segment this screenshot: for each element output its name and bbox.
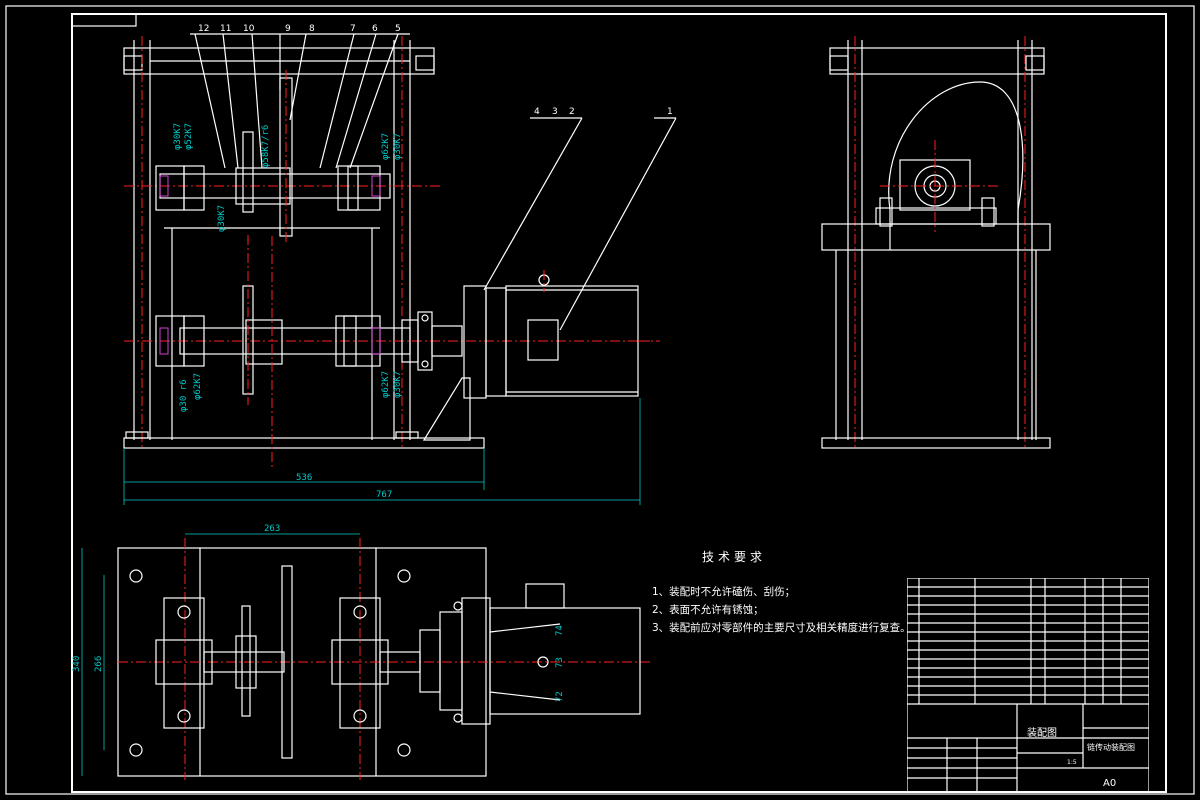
tech-item-3: 3、装配前应对零部件的主要尺寸及相关精度进行复查。 [652, 622, 911, 634]
fit-e: φ30K7 [393, 133, 403, 160]
balloon-73: 73 [555, 657, 565, 668]
outer-border [5, 5, 1195, 795]
fit-b: φ52K7 [184, 123, 194, 150]
balloon-1: 1 [667, 107, 673, 117]
balloon-3: 3 [552, 107, 558, 117]
balloon-72: 72 [555, 691, 565, 702]
dim-overall-width: 767 [376, 490, 392, 500]
corner-mark [71, 13, 137, 27]
fit-j: φ30K7 [393, 371, 403, 398]
balloon-74: 74 [555, 625, 565, 636]
fit-d: φ62K7 [381, 133, 391, 160]
drawing-type: 装配图 [1027, 726, 1057, 739]
balloon-10: 10 [243, 24, 255, 34]
fit-h: φ62K7 [193, 373, 203, 400]
balloon-9: 9 [285, 24, 291, 34]
balloon-8: 8 [309, 24, 315, 34]
inner-border [71, 13, 1167, 793]
tech-title: 技术要求 [702, 550, 767, 564]
drawing-name: 链传动装配图 [1087, 742, 1135, 752]
fit-f: φ30K7 [217, 205, 227, 232]
fit-g: φ30 r6 [179, 379, 189, 412]
balloon-12: 12 [198, 24, 209, 34]
side-view [821, 36, 1051, 450]
balloon-5: 5 [395, 24, 401, 34]
fit-i: φ62K7 [381, 371, 391, 398]
dim-plan-height: 340 [72, 656, 82, 672]
balloon-7: 7 [350, 24, 356, 34]
balloon-2: 2 [569, 107, 575, 117]
dim-plan-width: 263 [264, 524, 280, 534]
balloon-6: 6 [372, 24, 378, 34]
tech-item-1: 1、装配时不允许磕伤、刮伤； [652, 586, 796, 598]
balloon-11: 11 [220, 24, 231, 34]
dim-plan-inner-height: 266 [94, 656, 104, 672]
balloon-4: 4 [534, 107, 540, 117]
front-view: 536 767 φ30K7 φ52K7 φ58K7/r6 φ62K7 φ30K7… [123, 24, 677, 505]
fit-c: φ58K7/r6 [261, 125, 271, 168]
dim-frame-width: 536 [296, 473, 312, 483]
plan-view: 263 340 266 74 73 72 [72, 524, 650, 780]
tech-item-2: 2、表面不允许有锈蚀； [652, 604, 764, 616]
sheet-scale: 1:5 [1067, 759, 1077, 766]
fit-a: φ30K7 [173, 123, 183, 150]
sheet-size: A0 [1103, 778, 1116, 789]
title-block: 装配图 链传动装配图 1:5 A0 [907, 578, 1149, 793]
